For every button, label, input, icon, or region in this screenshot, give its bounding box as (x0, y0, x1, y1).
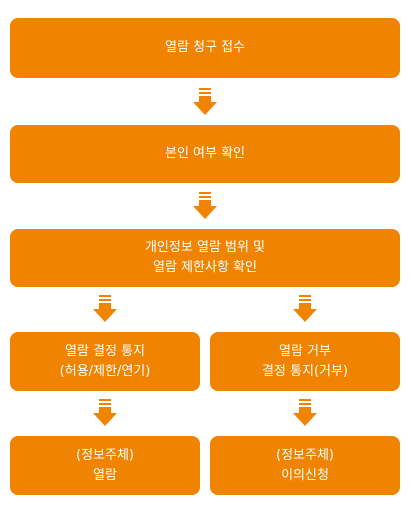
step-identity-check: 본인 여부 확인 (10, 125, 400, 183)
step-refusal-notice-line1: 열람 거부 (279, 343, 331, 359)
step-refusal-notice: 열람 거부 결정 통지(거부) (210, 332, 400, 391)
step-subject-view-line1: (정보주체) (76, 447, 134, 463)
step-scope-check-line2: 열람 제한사항 확인 (153, 260, 257, 275)
step-subject-objection-line2: 이의신청 (281, 467, 329, 483)
step-subject-view: (정보주체) 열람 (10, 436, 200, 495)
step-decision-notice-line1: 열람 결정 통지 (64, 343, 146, 359)
step-decision-notice: 열람 결정 통지 (허용/제한/연기) (10, 332, 200, 391)
step-subject-objection-line1: (정보주체) (276, 447, 334, 463)
down-arrow-icon (193, 88, 217, 116)
step-receive-request-label: 열람 청구 접수 (164, 40, 246, 55)
down-arrow-icon (93, 399, 117, 427)
down-arrow-icon (193, 192, 217, 220)
step-identity-check-label: 본인 여부 확인 (164, 146, 246, 161)
step-decision-notice-line2: (허용/제한/연기) (59, 363, 151, 379)
step-subject-view-line2: 열람 (93, 467, 117, 483)
step-scope-check: 개인정보 열람 범위 및 열람 제한사항 확인 (10, 229, 400, 287)
down-arrow-icon (93, 295, 117, 323)
down-arrow-icon (293, 399, 317, 427)
step-subject-objection: (정보주체) 이의신청 (210, 436, 400, 495)
step-receive-request: 열람 청구 접수 (10, 18, 400, 78)
step-refusal-notice-line2: 결정 통지(거부) (261, 363, 349, 379)
down-arrow-icon (293, 295, 317, 323)
step-scope-check-line1: 개인정보 열람 범위 및 (144, 240, 266, 255)
